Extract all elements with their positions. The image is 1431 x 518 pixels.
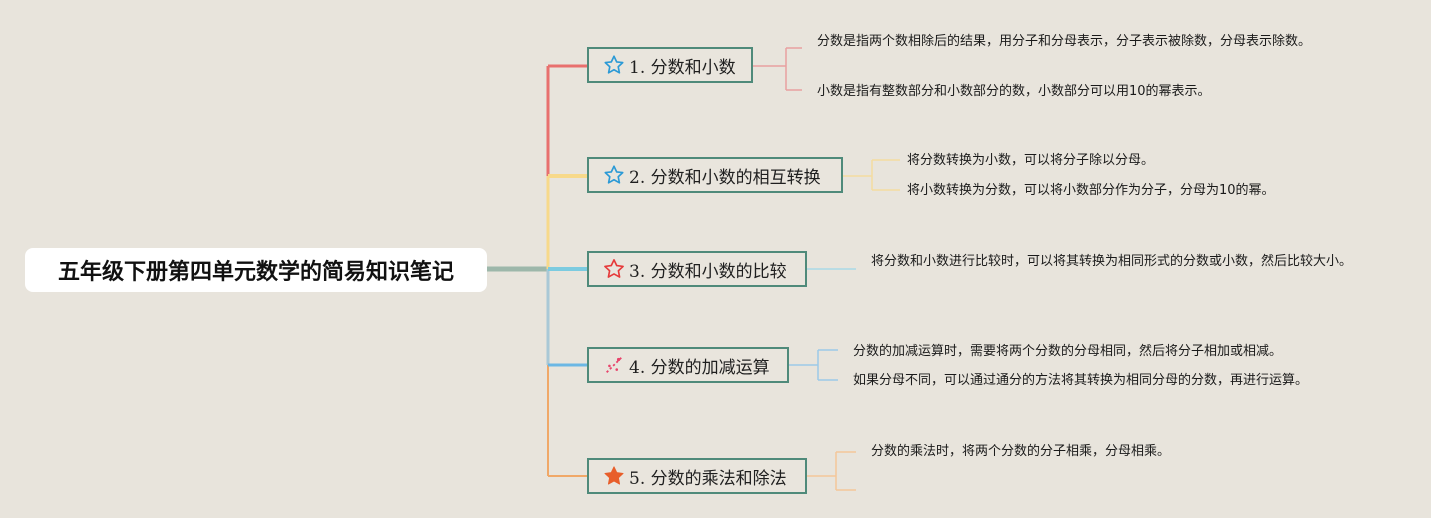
- note-connector-5: [806, 451, 856, 491]
- sparkle-icon: [603, 354, 625, 376]
- star-filled-icon: [603, 465, 625, 487]
- topic-4[interactable]: 4. 分数的加减运算: [587, 347, 789, 383]
- note-1-1: 分数是指两个数相除后的结果，用分子和分母表示，分子表示被除数，分母表示除数。: [817, 34, 1312, 49]
- star-red-outline-icon: [603, 258, 625, 280]
- topic-3-label: 3. 分数和小数的比较: [629, 261, 787, 282]
- topic-5[interactable]: 5. 分数的乘法和除法: [587, 458, 807, 494]
- note-connector-1: [752, 47, 802, 91]
- root-topic[interactable]: 五年级下册第四单元数学的简易知识笔记: [25, 248, 487, 292]
- topic-2-label: 2. 分数和小数的相互转换: [629, 167, 821, 188]
- note-4-2: 如果分母不同，可以通过通分的方法将其转换为相同分母的分数，再进行运算。: [853, 373, 1309, 388]
- topic-1-label: 1. 分数和小数: [629, 57, 736, 78]
- topic-3[interactable]: 3. 分数和小数的比较: [587, 251, 807, 287]
- topic-5-label: 5. 分数的乘法和除法: [629, 468, 787, 489]
- root-title: 五年级下册第四单元数学的简易知识笔记: [57, 260, 454, 285]
- topic-2[interactable]: 2. 分数和小数的相互转换: [587, 157, 843, 193]
- star-outline-icon: [603, 164, 625, 186]
- note-connector-4: [788, 349, 838, 381]
- note-2-1: 将分数转换为小数，可以将分子除以分母。: [907, 153, 1155, 168]
- note-5-1: 分数的乘法时，将两个分数的分子相乘，分母相乘。: [871, 444, 1171, 459]
- note-4-1: 分数的加减运算时，需要将两个分数的分母相同，然后将分子相加或相减。: [853, 344, 1283, 359]
- note-1-2: 小数是指有整数部分和小数部分的数，小数部分可以用10的幂表示。: [817, 84, 1211, 99]
- topic-4-label: 4. 分数的加减运算: [629, 357, 770, 378]
- note-3-1: 将分数和小数进行比较时，可以将其转换为相同形式的分数或小数，然后比较大小。: [871, 254, 1353, 269]
- note-connector-2: [842, 159, 900, 191]
- star-outline-icon: [603, 54, 625, 76]
- topic-1[interactable]: 1. 分数和小数: [587, 47, 753, 83]
- note-2-2: 将小数转换为分数，可以将小数部分作为分子，分母为10的幂。: [907, 183, 1275, 198]
